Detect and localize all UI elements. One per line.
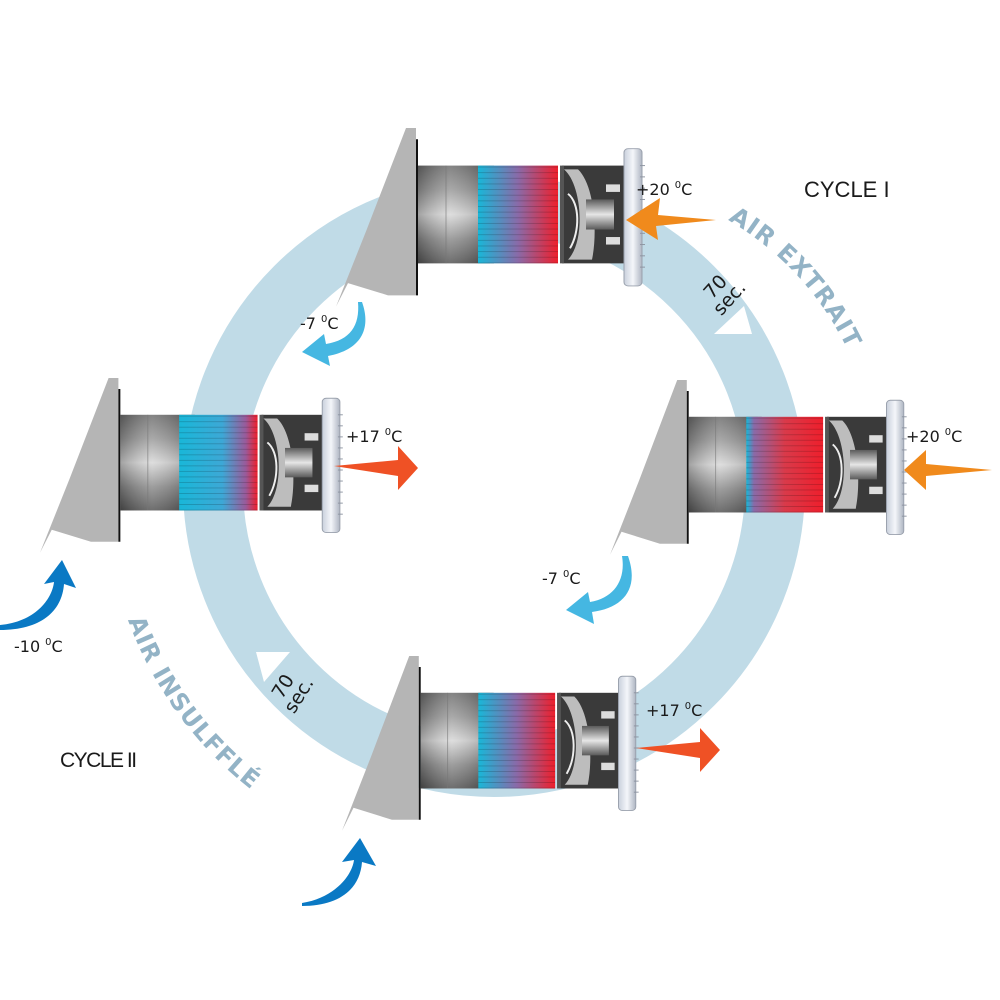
outside-intake-arrow-left (0, 560, 76, 630)
outside-intake-arrow-bottom (302, 838, 376, 906)
supply-air-outbound-arrow-bottom (636, 728, 720, 772)
exhaust-arrow-right (566, 556, 632, 624)
unit-top (335, 127, 646, 308)
unit-left (39, 377, 344, 554)
cycle-2-label: CYCLE II (60, 749, 136, 772)
direction-triangle-left (256, 652, 290, 682)
unit-right (609, 379, 908, 556)
cycle-1-label: CYCLE I (804, 177, 890, 202)
room-air-inbound-arrow-right (904, 450, 992, 490)
direction-triangle-right (714, 306, 752, 334)
supply-air-outbound-arrow-left (334, 446, 418, 490)
room-air-inbound-arrow-top (626, 198, 716, 240)
exhaust-arrow-top (302, 302, 366, 366)
unit-bottom (341, 655, 640, 832)
